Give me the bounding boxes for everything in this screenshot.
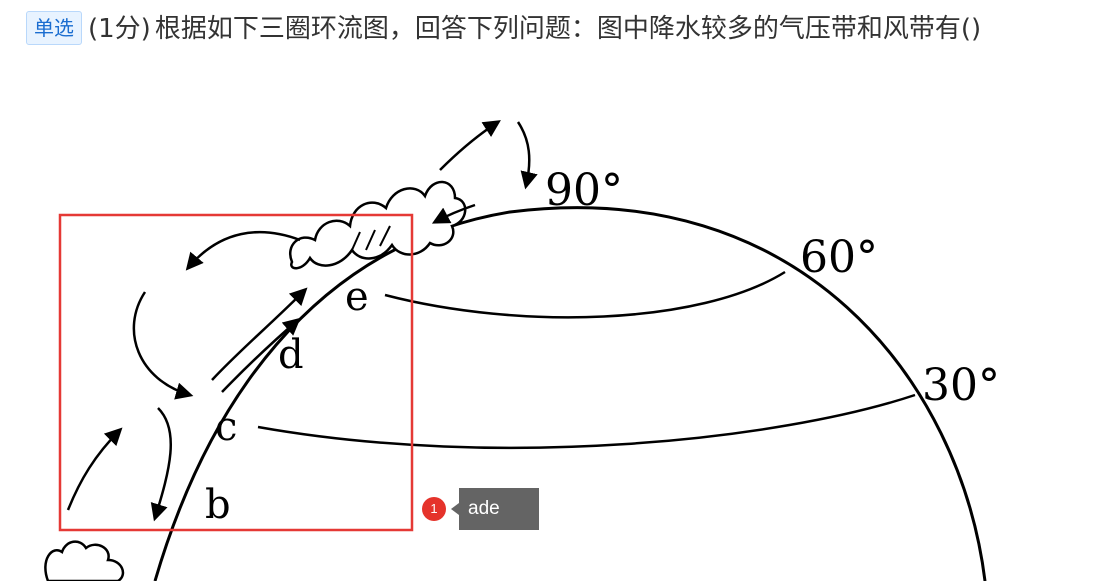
arrow-d-up-2 (221, 317, 301, 393)
latitude-label-60: 60° (800, 232, 878, 283)
earth-outline (153, 206, 987, 581)
arrow-lower-up (66, 427, 123, 511)
arrow-arc-left (185, 230, 301, 271)
latitude-line-60 (384, 270, 786, 319)
question-text: 根据如下三圈环流图，回答下列问题：图中降水较多的气压带和风带有() (154, 14, 982, 44)
cloud-icon (289, 180, 467, 270)
latitude-line-30 (257, 393, 916, 450)
arrow-pole-down (516, 121, 538, 190)
question-type-tag: 单选 (26, 11, 82, 45)
latitude-label-90: 90° (545, 165, 623, 216)
latitude-label-30: 30° (922, 360, 1000, 411)
arrow-b-down (150, 407, 173, 522)
point-label-d: d (278, 332, 304, 378)
arrow-arc-down (132, 291, 194, 400)
question-stem: 单选(1分)根据如下三圈环流图，回答下列问题：图中降水较多的气压带和风带有() (26, 8, 1116, 51)
annotation-box (58, 213, 414, 532)
arrow-into-cloud (431, 203, 476, 224)
arrow-top-right (439, 120, 501, 171)
annotation-note[interactable]: ade (451, 488, 539, 530)
point-label-e: e (345, 274, 369, 320)
point-label-b: b (205, 482, 231, 528)
point-label-c: c (215, 404, 237, 450)
cloud-icon-lower (44, 540, 125, 581)
annotation-marker[interactable]: 1 (422, 497, 446, 521)
question-score: (1分) (88, 14, 151, 44)
arrow-d-up-1 (211, 287, 308, 381)
